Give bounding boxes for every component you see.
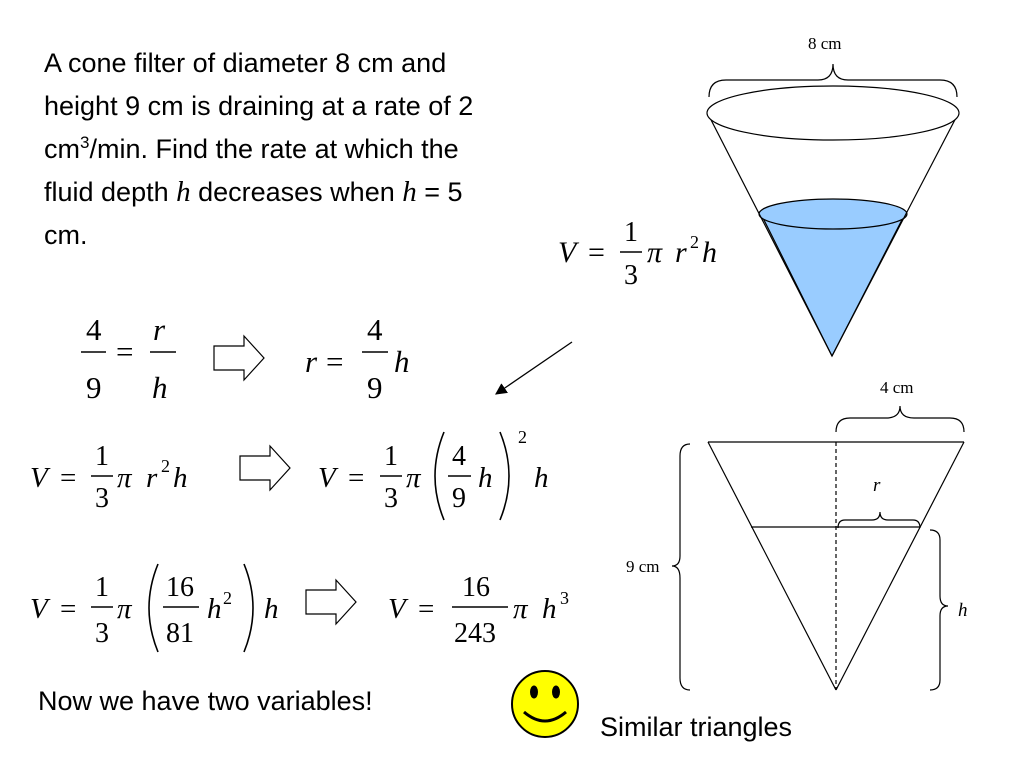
sym-r: r [675, 236, 687, 269]
var-h-2: h [402, 176, 417, 208]
sym-pi: π [117, 462, 133, 494]
sym-r: r [146, 462, 158, 494]
sym-r: r [153, 312, 166, 347]
sym-h: h [264, 593, 279, 625]
sym-pi: π [513, 593, 529, 625]
cross-section-diagram [671, 405, 965, 691]
smiley-face-icon [511, 670, 579, 738]
ratio-equation: 4 9 = r h r = 4 9 h [81, 312, 410, 405]
note-similar-triangles: Similar triangles [600, 712, 793, 742]
sym-h: h [207, 593, 222, 625]
r-brace [837, 511, 921, 529]
sym-1: 1 [95, 441, 109, 472]
block-arrow-right-icon [213, 334, 265, 382]
cone-left-side [706, 111, 833, 357]
sym-pi: π [406, 462, 422, 494]
sym-equals: = [116, 334, 133, 369]
sym-V: V [318, 462, 339, 494]
var-h: h [176, 176, 191, 208]
problem-line-4: fluid depth h decreases when h = 5 [44, 171, 604, 214]
sym-1: 1 [384, 441, 398, 472]
unit-exponent: 3 [80, 133, 90, 152]
label-h: h [958, 600, 968, 621]
sym-sq: 2 [223, 588, 232, 608]
label-diameter: 8 cm [808, 34, 842, 53]
triangle-right [835, 441, 965, 691]
problem-line-2: height 9 cm is draining at a rate of 2 [44, 91, 474, 121]
sym-V: V [558, 236, 580, 269]
text-fluid-depth: fluid depth [44, 177, 177, 207]
problem-line-3-rest: /min. Find the rate at which the [89, 134, 459, 164]
sym-sq: 2 [518, 427, 527, 447]
sym-pi: π [117, 593, 133, 625]
substitution-equation: V = 1 3 π r 2 h V = 1 3 π 4 9 h 2 h [30, 427, 549, 521]
sym-h: h [542, 593, 557, 625]
text-decreases-when: decreases when [190, 177, 403, 207]
sym-9: 9 [452, 483, 466, 514]
label-height: 9 cm [626, 557, 660, 576]
sym-r: r [305, 344, 318, 379]
sym-V: V [388, 593, 409, 625]
h-brace [929, 529, 949, 691]
sym-1: 1 [95, 572, 109, 603]
sym-4: 4 [86, 312, 102, 347]
simplified-equation: V = 1 3 π 16 81 h 2 h V = 16 243 π h 3 [30, 563, 569, 653]
sym-pi: π [647, 236, 663, 269]
sym-16: 16 [166, 572, 194, 603]
problem-line-5: cm. [44, 220, 88, 250]
radius-brace [835, 405, 965, 433]
unit-cm: cm [44, 134, 80, 164]
label-r: r [873, 475, 881, 496]
sym-h: h [478, 462, 493, 494]
diagonal-arrow-icon [495, 341, 573, 395]
sym-h: h [534, 462, 549, 494]
diameter-brace [708, 63, 958, 98]
text-equals-5: = 5 [416, 177, 463, 207]
sym-3: 3 [95, 618, 109, 649]
cone-water [759, 211, 907, 358]
sym-V: V [30, 593, 51, 625]
sym-3: 3 [624, 260, 638, 291]
sym-16: 16 [462, 572, 490, 603]
sym-h: h [394, 344, 410, 379]
sym-sq: 2 [161, 456, 170, 476]
cone-diagram [706, 63, 960, 358]
sym-equals: = [326, 344, 343, 379]
water-surface [758, 198, 908, 230]
sym-4: 4 [367, 312, 383, 347]
sym-4: 4 [452, 441, 466, 472]
volume-formula-top: V = 1 3 π r 2 h [558, 217, 717, 291]
block-arrow-right-icon [305, 578, 357, 626]
cone-rim [706, 85, 960, 141]
note-two-variables: Now we have two variables! [38, 686, 373, 716]
sym-equals: = [60, 593, 76, 625]
problem-statement: A cone filter of diameter 8 cm and heigh… [44, 42, 604, 257]
cone-right-side [831, 111, 960, 357]
sym-9: 9 [86, 370, 102, 405]
sym-V: V [30, 462, 51, 494]
sym-cube: 3 [560, 588, 569, 608]
block-arrow-right-icon [239, 444, 291, 492]
sym-3: 3 [384, 483, 398, 514]
label-radius: 4 cm [880, 378, 914, 397]
problem-line-1: A cone filter of diameter 8 cm and [44, 48, 447, 78]
sym-81: 81 [166, 618, 194, 649]
sym-9: 9 [367, 370, 383, 405]
sym-equals: = [60, 462, 76, 494]
sym-equals: = [418, 593, 434, 625]
triangle-left [707, 441, 837, 691]
sym-h: h [152, 370, 168, 405]
sym-sq: 2 [690, 232, 699, 252]
sym-equals: = [348, 462, 364, 494]
height-brace [671, 443, 691, 691]
sym-h: h [173, 462, 188, 494]
sym-h: h [702, 236, 717, 269]
sym-1: 1 [624, 217, 638, 248]
problem-line-3: cm3/min. Find the rate at which the [44, 128, 604, 171]
sym-243: 243 [454, 618, 496, 649]
sym-equals: = [588, 236, 605, 269]
sym-3: 3 [95, 483, 109, 514]
